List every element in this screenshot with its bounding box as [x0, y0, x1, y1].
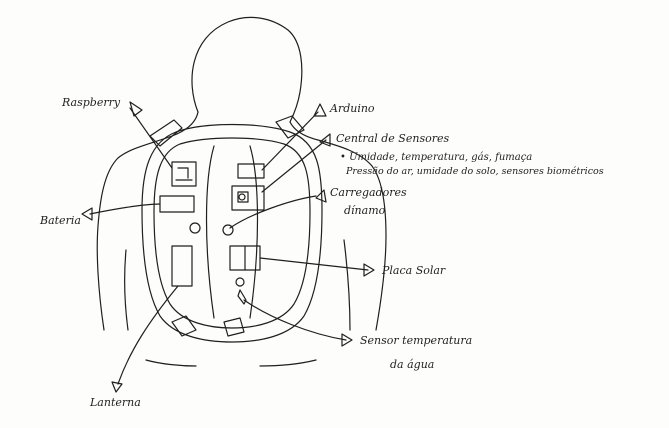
- pointer-carregadores: [230, 196, 316, 228]
- center-fold-right: [250, 146, 258, 318]
- label-bateria: Bateria: [39, 214, 81, 227]
- label-placa-solar: Placa Solar: [381, 264, 446, 277]
- label-arduino: Arduino: [329, 102, 375, 115]
- arrow-lanterna: [112, 382, 122, 392]
- label-raspberry: Raspberry: [61, 96, 121, 109]
- dynamo-left: [190, 223, 200, 233]
- center-fold-left: [207, 146, 215, 318]
- label-lanterna: Lanterna: [89, 396, 141, 409]
- arduino-module: [238, 164, 264, 178]
- pointer-central: [262, 140, 326, 192]
- label-sensor-temp-2: da água: [390, 358, 434, 371]
- head-outline: [192, 17, 302, 122]
- right-arm: [344, 240, 350, 330]
- arrow-raspberry: [130, 102, 142, 116]
- pointer-lanterna: [118, 286, 178, 384]
- left-arm: [125, 250, 128, 330]
- water-sensor: [236, 278, 244, 286]
- raspberry-detail: [176, 168, 192, 180]
- lantern-panel: [172, 246, 192, 286]
- right-strap: [276, 116, 304, 138]
- label-sensores-line1: • Umidade, temperatura, gás, fumaça: [340, 152, 532, 163]
- pointer-placa: [260, 258, 368, 270]
- battery-module: [160, 196, 194, 212]
- water-probe: [238, 290, 246, 304]
- label-dinamo: dínamo: [344, 204, 386, 217]
- bottom-strap-right: [224, 318, 244, 336]
- torso-bottom: [146, 360, 316, 366]
- label-sensores-line2: Pressão do ar, umidade do solo, sensores…: [345, 166, 604, 177]
- pointer-sensor-agua: [244, 300, 346, 340]
- label-central: Central de Sensores: [336, 132, 449, 145]
- label-carregadores: Carregadores: [330, 186, 407, 199]
- raspberry-module: [172, 162, 196, 186]
- bottom-strap-left: [172, 316, 196, 336]
- label-sensor-temp-1: Sensor temperatura: [360, 334, 472, 347]
